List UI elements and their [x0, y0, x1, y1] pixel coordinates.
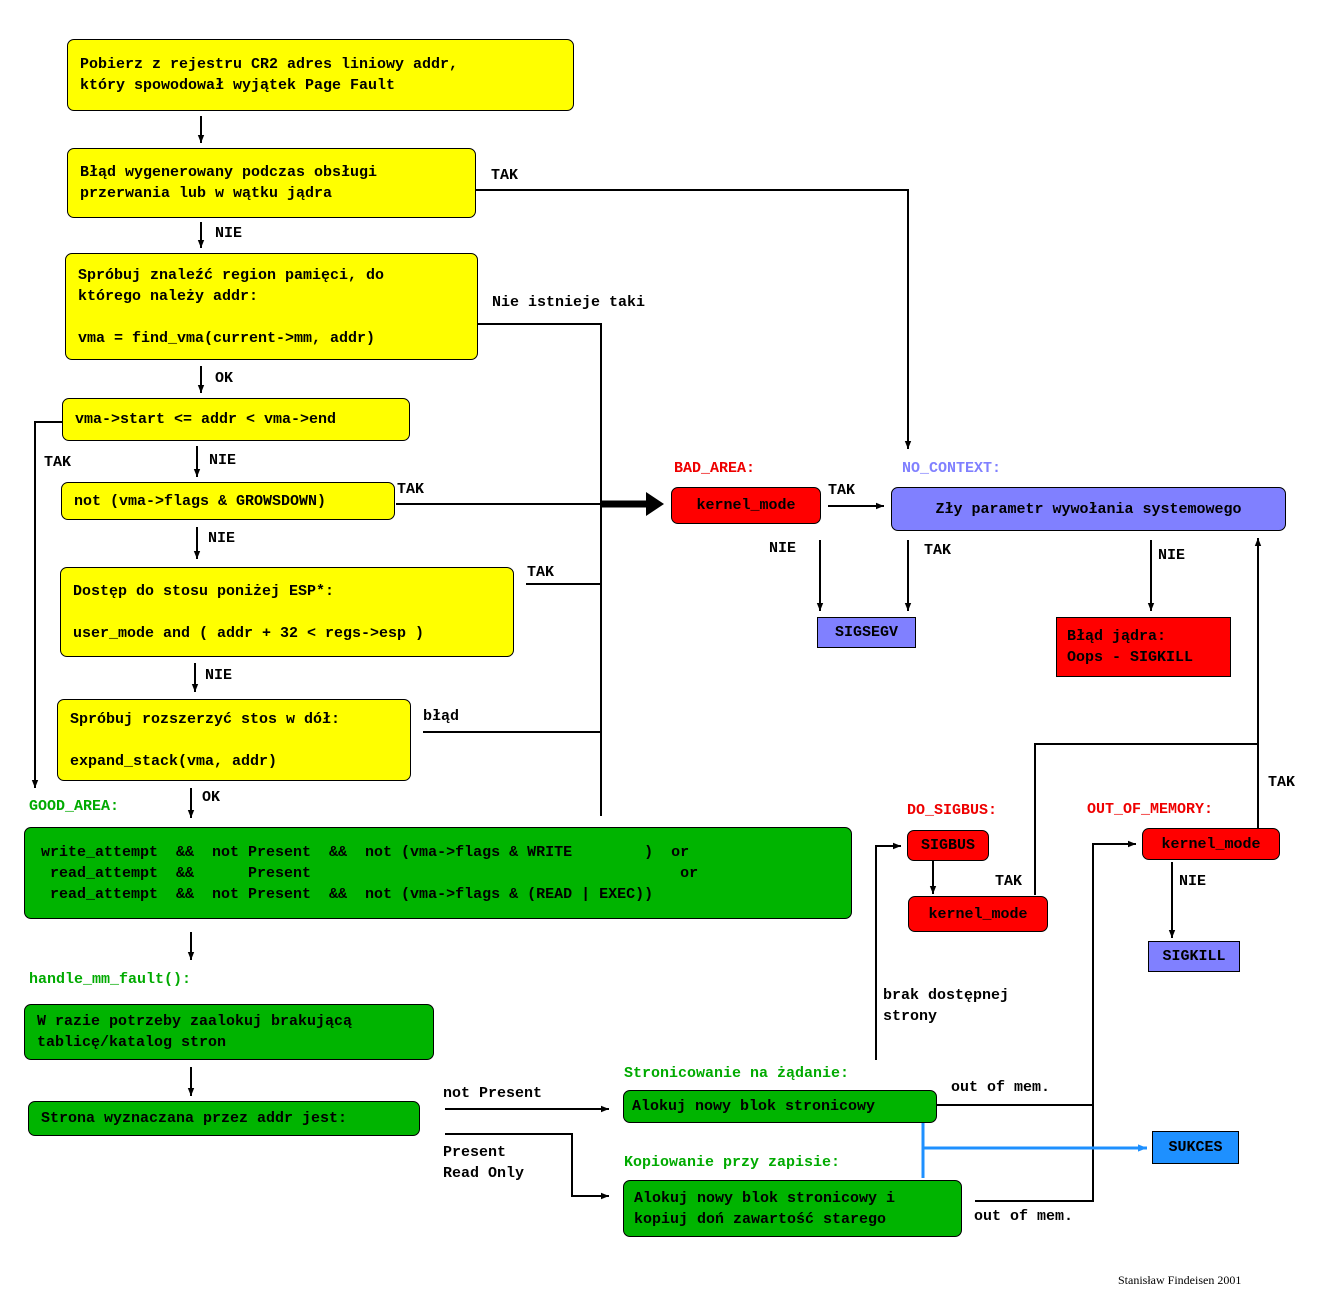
edge-label-nie-kernel: NIE — [769, 540, 797, 557]
edge-label-out-of-mem-1: out of mem. — [951, 1079, 1051, 1096]
box-sigkill: SIGKILL — [1148, 941, 1240, 972]
label-good-area: GOOD_AREA: — [29, 798, 120, 815]
edge-label-tak-stack: TAK — [527, 564, 555, 581]
edge-label-tak-growsdown: TAK — [397, 481, 425, 498]
edge-label-ok-find: OK — [215, 370, 234, 387]
box-vma-range: vma->start <= addr < vma->end — [62, 398, 410, 441]
edge-label-nie-oom: NIE — [1179, 873, 1207, 890]
edge-label-nie-range: NIE — [209, 452, 237, 469]
box-sigbus: SIGBUS — [907, 830, 989, 861]
edge-label-tak-sigbus: TAK — [995, 873, 1023, 890]
label-out-of-memory: OUT_OF_MEMORY: — [1087, 801, 1214, 818]
box-copy-page: Alokuj nowy blok stronicowy i kopiuj doń… — [623, 1180, 962, 1237]
edge-label-no-such-region: Nie istnieje taki — [492, 294, 646, 311]
edge-label-nie-stack: NIE — [205, 667, 233, 684]
edge-label-not-present: not Present — [443, 1085, 543, 1102]
box-read-cr2: Pobierz z rejestru CR2 adres liniowy add… — [67, 39, 574, 111]
box-no-context: Zły parametr wywołania systemowego — [891, 487, 1286, 531]
box-oops: Błąd jądra: Oops - SIGKILL — [1056, 617, 1231, 677]
box-find-vma: Spróbuj znaleźć region pamięci, do które… — [65, 253, 478, 360]
box-sigbus-kernel-mode: kernel_mode — [908, 896, 1048, 932]
box-good-area-condition: write_attempt && not Present && not (vma… — [24, 827, 852, 919]
box-sigsegv: SIGSEGV — [817, 617, 916, 648]
box-alloc-page: Alokuj nowy blok stronicowy — [623, 1090, 937, 1123]
edge-label-out-of-mem-2: out of mem. — [974, 1208, 1074, 1225]
author-signature: Stanisław Findeisen 2001 — [1118, 1273, 1242, 1287]
edge-label-tak-range: TAK — [44, 454, 72, 471]
edge-label-nie-growsdown: NIE — [208, 530, 236, 547]
edge-label-tak-no-context: TAK — [924, 542, 952, 559]
label-no-context: NO_CONTEXT: — [902, 460, 1002, 477]
box-bad-area-kernel-mode: kernel_mode — [671, 487, 821, 524]
box-page-is: Strona wyznaczana przez addr jest: — [28, 1101, 420, 1136]
label-demand-paging: Stronicowanie na żądanie: — [624, 1065, 850, 1082]
box-oom-kernel-mode: kernel_mode — [1142, 828, 1280, 860]
edge-label-nie-no-context: NIE — [1158, 547, 1186, 564]
edge-label-ok-expand: OK — [202, 789, 221, 806]
box-growsdown: not (vma->flags & GROWSDOWN) — [61, 482, 395, 520]
box-stack-access: Dostęp do stosu poniżej ESP*: user_mode … — [60, 567, 514, 657]
box-success: SUKCES — [1152, 1131, 1239, 1164]
label-handle-mm-fault: handle_mm_fault(): — [29, 971, 192, 988]
label-copy-on-write: Kopiowanie przy zapisie: — [624, 1154, 841, 1171]
box-expand-stack: Spróbuj rozszerzyć stos w dół: expand_st… — [57, 699, 411, 781]
box-interrupt-check: Błąd wygenerowany podczas obsługi przerw… — [67, 148, 476, 218]
edge-label-tak-interrupt: TAK — [491, 167, 519, 184]
box-alloc-table: W razie potrzeby zaalokuj brakującą tabl… — [24, 1004, 434, 1060]
edge-label-tak-kernel: TAK — [828, 482, 856, 499]
edge-label-tak-oom: TAK — [1268, 774, 1296, 791]
label-bad-area: BAD_AREA: — [674, 460, 756, 477]
edge-label-error: błąd — [423, 708, 460, 725]
edge-label-nie-interrupt: NIE — [215, 225, 243, 242]
label-do-sigbus: DO_SIGBUS: — [907, 802, 998, 819]
edge-label-present-read-only: Present Read Only — [443, 1144, 525, 1182]
edge-label-no-page-available: brak dostępnej strony — [883, 987, 1010, 1025]
